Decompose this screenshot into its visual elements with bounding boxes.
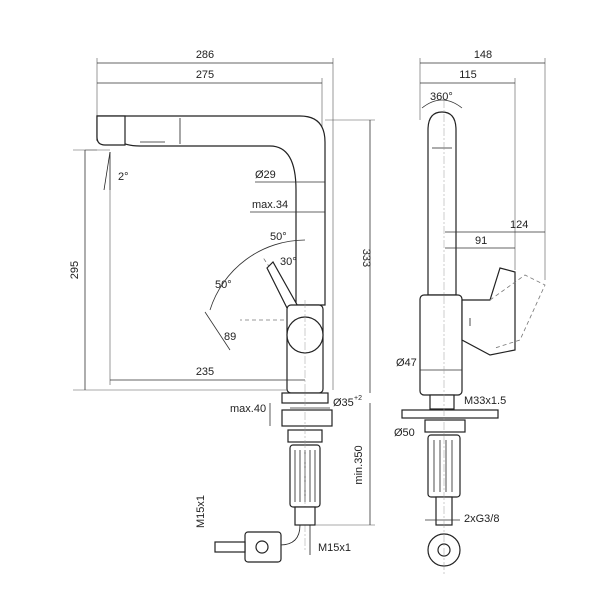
handle-side — [461, 267, 516, 356]
dim-235: 235 — [196, 366, 214, 378]
dim-max34: max.34 — [252, 199, 288, 211]
spout-side — [427, 111, 457, 296]
dim-50a: 50° — [270, 231, 287, 243]
thread-side — [429, 394, 455, 410]
dim-286: 286 — [196, 49, 214, 61]
dim-91: 91 — [475, 235, 487, 247]
dim-124: 124 — [510, 219, 528, 231]
counter-section — [281, 409, 333, 427]
diverter-port — [255, 540, 269, 554]
dim-333: 333 — [360, 249, 372, 267]
dim-d47: Ø47 — [396, 357, 417, 369]
dim-d50: Ø50 — [394, 427, 415, 439]
hose-block — [294, 506, 316, 526]
dim-50b: 50° — [215, 279, 232, 291]
dim-2deg: 2° — [118, 171, 129, 183]
dim-360: 360° — [430, 91, 453, 103]
dim-30: 30° — [280, 256, 297, 268]
dim-m15-right: M15x1 — [318, 542, 351, 554]
dim-d35: Ø35 — [333, 397, 354, 409]
base-side — [401, 409, 499, 419]
dim-89: 89 — [224, 331, 236, 343]
dim-148: 148 — [474, 49, 492, 61]
dim-min350: min.350 — [353, 445, 365, 484]
dim-m15-left: M15x1 — [195, 495, 207, 528]
dim-275: 275 — [196, 69, 214, 81]
dim-115: 115 — [459, 69, 477, 81]
side-view: 148 115 360° 124 91 Ø47 M33x1.5 Ø50 2xG3… — [394, 49, 546, 575]
front-view: 286 275 2° Ø29 max.34 50° 30° 50° 89 — [69, 49, 375, 563]
dim-g38: 2xG3/8 — [464, 513, 499, 525]
dim-d29: Ø29 — [255, 169, 276, 181]
hose-left — [279, 524, 301, 546]
dim-line-89 — [204, 311, 231, 351]
dim-m33: M33x1.5 — [464, 395, 506, 407]
connector-pipe — [214, 541, 246, 553]
dim-d35-tol: +2 — [354, 395, 362, 402]
dim-295: 295 — [69, 261, 81, 279]
handle-side-open — [489, 274, 546, 349]
nut-ribs-side — [433, 440, 453, 492]
spout-body — [96, 115, 326, 306]
handle-arc — [209, 239, 306, 311]
dim-max40: max.40 — [230, 403, 266, 415]
spray-axis-tilt — [103, 151, 111, 191]
body-side — [419, 294, 463, 396]
nut-top-side — [424, 419, 466, 433]
rotation-arc — [421, 99, 463, 109]
spray-head — [96, 115, 126, 146]
